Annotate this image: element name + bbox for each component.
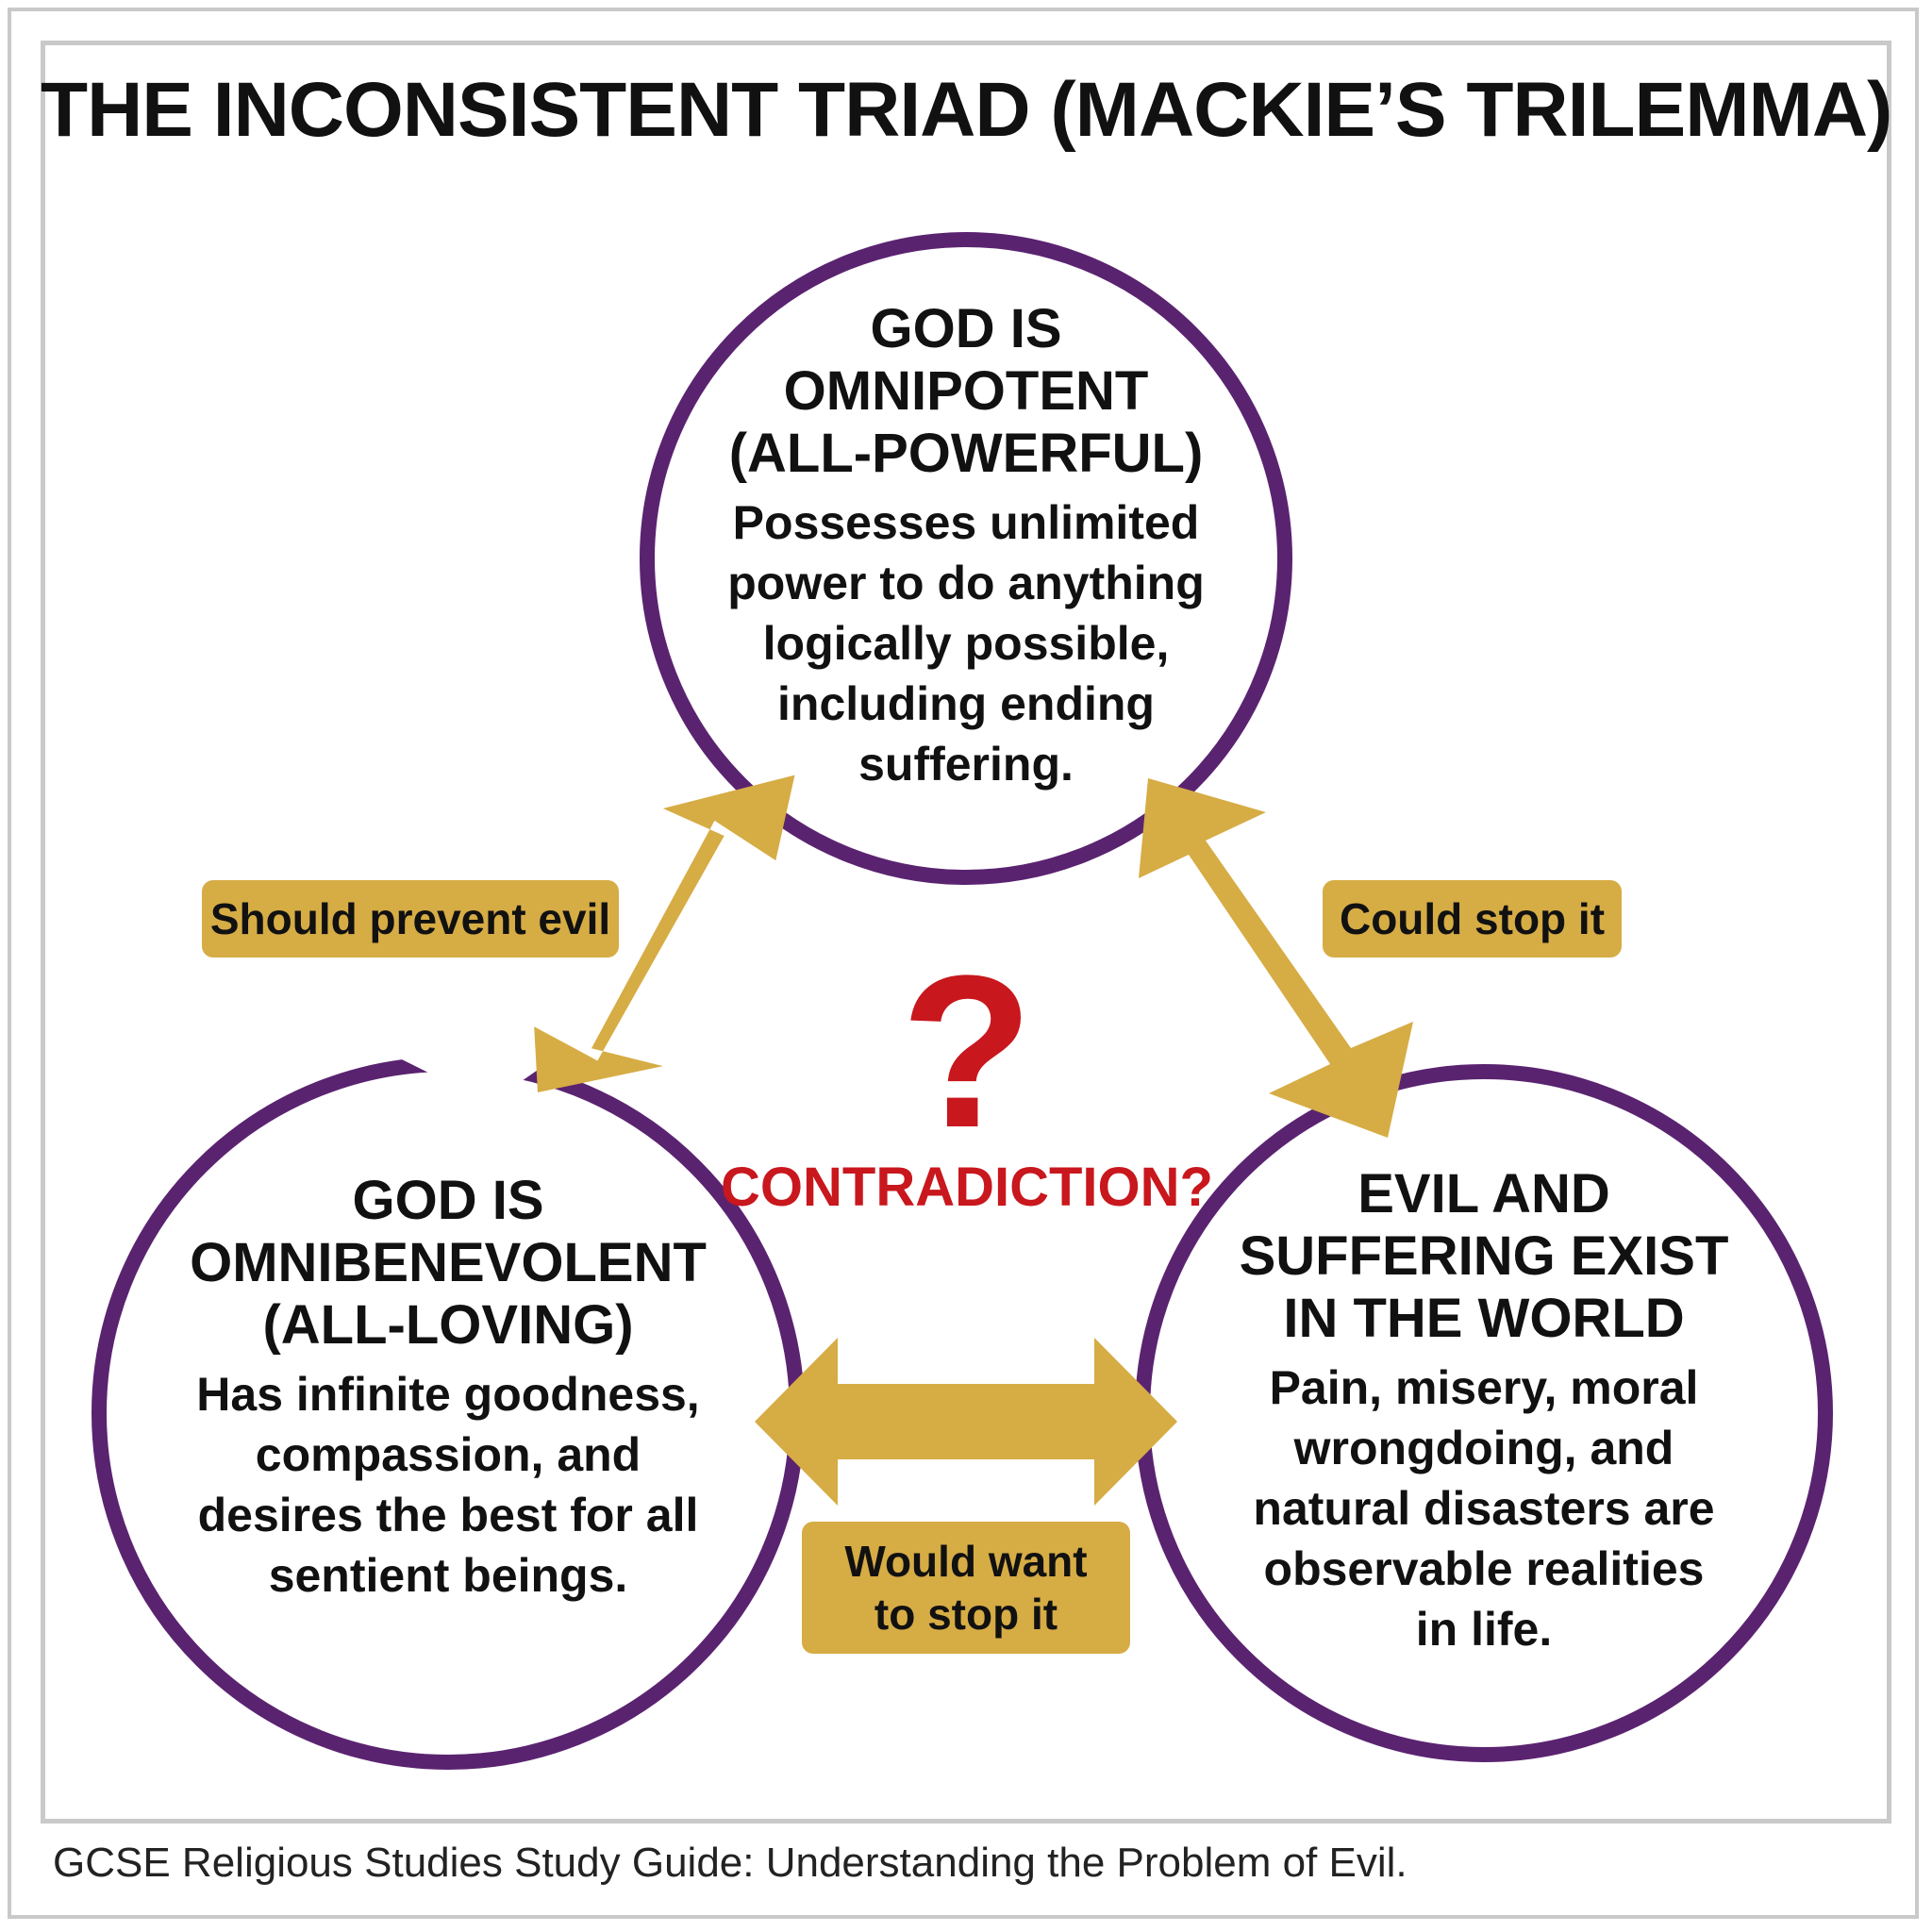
node-omnipotent-description: Possesses unlimited power to do anything… bbox=[683, 492, 1249, 794]
desc-line: sentient beings. bbox=[268, 1549, 628, 1602]
heading-line: IN THE WORLD bbox=[1283, 1288, 1685, 1349]
heading-line: (ALL-POWERFUL) bbox=[728, 423, 1204, 484]
link-label-line: to stop it bbox=[874, 1590, 1058, 1639]
question-mark-icon: ? bbox=[900, 930, 1034, 1173]
arrow-left-right bbox=[755, 1338, 1177, 1506]
node-evil-exists: EVIL AND SUFFERING EXIST IN THE WORLD Pa… bbox=[1196, 1163, 1772, 1659]
heading-line: OMNIPOTENT bbox=[783, 360, 1149, 422]
heading-line: (ALL-LOVING) bbox=[262, 1294, 634, 1356]
heading-line: OMNIBENEVOLENT bbox=[190, 1232, 707, 1293]
node-evil-exists-heading: EVIL AND SUFFERING EXIST IN THE WORLD bbox=[1196, 1163, 1772, 1350]
diagram-title: THE INCONSISTENT TRIAD (MACKIE’S TRILEMM… bbox=[41, 67, 1892, 153]
heading-line: GOD IS bbox=[870, 298, 1062, 359]
desc-line: desires the best for all bbox=[197, 1489, 699, 1541]
desc-line: Has infinite goodness, bbox=[196, 1368, 700, 1421]
caption: GCSE Religious Studies Study Guide: Unde… bbox=[53, 1840, 1407, 1886]
node-omnibenevolent-description: Has infinite goodness, compassion, and d… bbox=[151, 1364, 745, 1606]
inner-frame bbox=[41, 41, 1891, 1824]
link-label-text: Should prevent evil bbox=[209, 894, 611, 943]
heading-line: SUFFERING EXIST bbox=[1239, 1225, 1729, 1287]
desc-line: suffering. bbox=[858, 738, 1074, 791]
node-omnibenevolent-heading: GOD IS OMNIBENEVOLENT (ALL-LOVING) bbox=[151, 1170, 745, 1357]
arrow-top-right bbox=[1139, 778, 1413, 1138]
link-label-should-prevent-evil: Should prevent evil bbox=[202, 880, 619, 958]
node-evil-exists-description: Pain, misery, moral wrongdoing, and natu… bbox=[1196, 1357, 1772, 1659]
desc-line: Pain, misery, moral bbox=[1269, 1361, 1699, 1414]
arrow-left-top bbox=[390, 774, 795, 1104]
desc-line: compassion, and bbox=[255, 1428, 641, 1481]
desc-line: including ending bbox=[777, 677, 1155, 730]
desc-line: in life. bbox=[1415, 1603, 1553, 1656]
desc-line: Possesses unlimited bbox=[732, 496, 1200, 549]
link-label-would-want-to-stop-it: Would want to stop it bbox=[802, 1522, 1130, 1654]
desc-line: observable realities bbox=[1263, 1542, 1705, 1595]
contradiction-label: CONTRADICTION? bbox=[721, 1157, 1213, 1218]
heading-line: GOD IS bbox=[352, 1170, 544, 1231]
node-omnipotent: GOD IS OMNIPOTENT (ALL-POWERFUL) Possess… bbox=[683, 298, 1249, 794]
circle-omnipotent bbox=[640, 232, 1292, 885]
desc-line: wrongdoing, and bbox=[1293, 1422, 1674, 1474]
node-omnipotent-heading: GOD IS OMNIPOTENT (ALL-POWERFUL) bbox=[683, 298, 1249, 485]
heading-line: EVIL AND bbox=[1357, 1163, 1610, 1224]
node-omnibenevolent: GOD IS OMNIBENEVOLENT (ALL-LOVING) Has i… bbox=[151, 1170, 745, 1606]
desc-line: logically possible, bbox=[762, 617, 1170, 670]
link-label-text: Could stop it bbox=[1339, 894, 1606, 943]
link-label-line: Would want bbox=[844, 1537, 1088, 1586]
outer-frame bbox=[8, 8, 1919, 1919]
desc-line: natural disasters are bbox=[1253, 1482, 1715, 1535]
link-label-could-stop-it: Could stop it bbox=[1323, 880, 1622, 958]
desc-line: power to do anything bbox=[727, 557, 1205, 609]
